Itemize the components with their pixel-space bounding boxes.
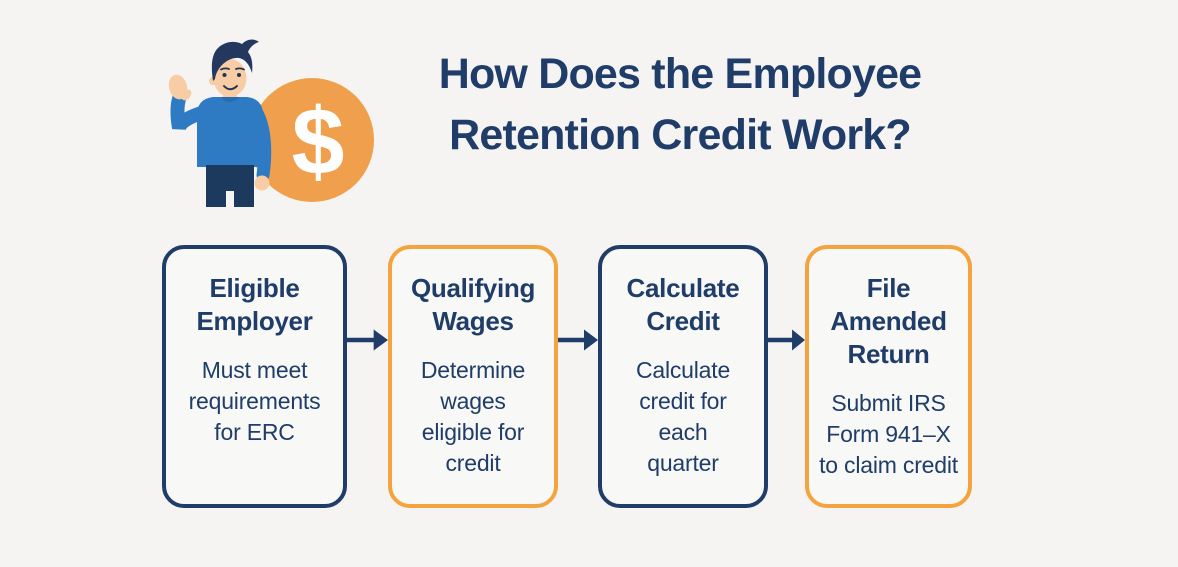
waving-person-icon [168, 39, 272, 207]
step-body: Determine wages eligible for credit [420, 357, 526, 476]
step-card-calculate-credit: Calculate Credit Calculate credit for ea… [598, 245, 768, 508]
step-body: Submit IRS Form 941–X to claim credit [819, 390, 958, 478]
step-heading: Eligible Employer [196, 273, 313, 336]
step-body: Calculate credit for each quarter [635, 357, 731, 476]
page-title: How Does the Employee Retention Credit W… [330, 44, 1030, 166]
step-body: Must meet requirements for ERC [188, 357, 321, 445]
step-heading: Calculate Credit [626, 273, 740, 336]
process-flow: Eligible Employer Must meet requirements… [162, 245, 972, 508]
step-heading: Qualifying Wages [410, 273, 536, 336]
title-line-1: How Does the Employee [438, 50, 922, 98]
flow-arrow-icon [558, 327, 598, 353]
hero-illustration: $ [168, 39, 374, 207]
dollar-coin-icon: $ [250, 78, 374, 202]
flow-arrow-icon [768, 327, 805, 353]
title-line-2: Retention Credit Work? [449, 111, 912, 159]
dollar-sign: $ [292, 89, 345, 195]
step-card-qualifying-wages: Qualifying Wages Determine wages eligibl… [388, 245, 558, 508]
step-card-eligible-employer: Eligible Employer Must meet requirements… [162, 245, 347, 508]
step-card-file-amended-return: File Amended Return Submit IRS Form 941–… [805, 245, 972, 508]
step-heading: File Amended Return [830, 273, 947, 369]
flow-arrow-icon [347, 327, 388, 353]
